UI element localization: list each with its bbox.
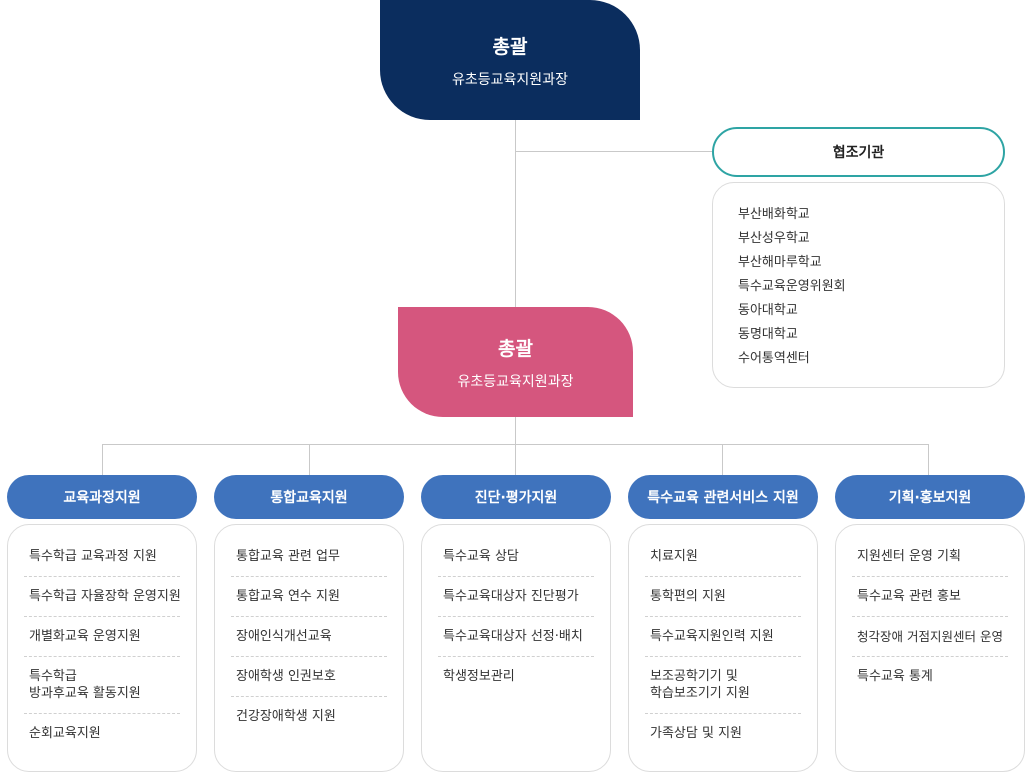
dept-services-header: 특수교육 관련서비스 지원 xyxy=(628,475,818,519)
dept-item: 건강장애학생 지원 xyxy=(236,709,336,724)
dept-item: 특수학급 자율장학 운영지원 xyxy=(24,577,181,617)
dept-item: 지원센터 운영 기획 xyxy=(852,537,1008,577)
dept-item: 치료지원 xyxy=(645,537,801,577)
connector-dept-5 xyxy=(928,444,929,475)
cooperation-list-box: 부산배화학교 부산성우학교 부산해마루학교 특수교육운영위원회 동아대학교 동명… xyxy=(712,182,1005,388)
dept-item: 장애학생 인권보호 xyxy=(231,657,387,697)
cooperation-item: 수어통역센터 xyxy=(738,351,810,366)
middle-node: 총괄 유초등교육지원과장 xyxy=(398,307,633,417)
dept-item: 특수교육대상자 진단평가 xyxy=(438,577,594,617)
dept-item: 보조공학기기 및 학습보조기기 지원 xyxy=(645,657,801,714)
dept-planning-header: 기획·홍보지원 xyxy=(835,475,1025,519)
dept-item: 통합교육 연수 지원 xyxy=(231,577,387,617)
top-node: 총괄 유초등교육지원과장 xyxy=(380,0,640,120)
dept-item: 특수교육 관련 홍보 xyxy=(852,577,1008,617)
dept-item: 통학편의 지원 xyxy=(645,577,801,617)
dept-item: 특수학급 교육과정 지원 xyxy=(24,537,180,577)
connector-top-to-middle xyxy=(515,120,516,307)
dept-item: 장애인식개선교육 xyxy=(231,617,387,657)
dept-item: 통합교육 관련 업무 xyxy=(231,537,387,577)
top-node-subtitle: 유초등교육지원과장 xyxy=(452,71,568,88)
dept-inclusive-box: 통합교육 관련 업무 통합교육 연수 지원 장애인식개선교육 장애학생 인권보호… xyxy=(214,524,404,772)
cooperation-item: 동명대학교 xyxy=(738,327,798,342)
top-node-title: 총괄 xyxy=(492,35,528,58)
dept-item: 특수교육지원인력 지원 xyxy=(645,617,801,657)
dept-services-box: 치료지원 통학편의 지원 특수교육지원인력 지원 보조공학기기 및 학습보조기기… xyxy=(628,524,818,772)
cooperation-list: 부산배화학교 부산성우학교 부산해마루학교 특수교육운영위원회 동아대학교 동명… xyxy=(738,203,1004,371)
connector-middle-down xyxy=(515,417,516,444)
cooperation-item: 동아대학교 xyxy=(738,303,798,318)
dept-item: 청각장애 거점지원센터 운영 xyxy=(852,617,1008,657)
connector-dept-1 xyxy=(102,444,103,475)
connector-to-cooperation xyxy=(515,151,712,152)
connector-dept-3 xyxy=(515,444,516,475)
dept-item: 순회교육지원 xyxy=(29,726,101,741)
dept-item: 가족상담 및 지원 xyxy=(650,726,742,741)
middle-node-subtitle: 유초등교육지원과장 xyxy=(457,373,574,390)
dept-curriculum-header: 교육과정지원 xyxy=(7,475,197,519)
dept-curriculum-box: 특수학급 교육과정 지원 특수학급 자율장학 운영지원 개별화교육 운영지원 특… xyxy=(7,524,197,772)
connector-dept-4 xyxy=(722,444,723,475)
cooperation-item: 부산해마루학교 xyxy=(738,255,822,270)
connector-dept-2 xyxy=(309,444,310,475)
dept-item: 학생정보관리 xyxy=(443,669,515,684)
cooperation-header: 협조기관 xyxy=(712,127,1005,177)
dept-item: 특수학급 방과후교육 활동지원 xyxy=(24,657,180,714)
dept-item: 특수교육대상자 선정·배치 xyxy=(438,617,594,657)
dept-item: 특수교육 상담 xyxy=(438,537,594,577)
dept-planning-box: 지원센터 운영 기획 특수교육 관련 홍보 청각장애 거점지원센터 운영 특수교… xyxy=(835,524,1025,772)
dept-item: 개별화교육 운영지원 xyxy=(24,617,180,657)
middle-node-title: 총괄 xyxy=(498,337,533,360)
dept-diagnosis-box: 특수교육 상담 특수교육대상자 진단평가 특수교육대상자 선정·배치 학생정보관… xyxy=(421,524,611,772)
cooperation-item: 부산성우학교 xyxy=(738,231,810,246)
dept-diagnosis-header: 진단·평가지원 xyxy=(421,475,611,519)
cooperation-item: 부산배화학교 xyxy=(738,207,810,222)
dept-item: 특수교육 통계 xyxy=(857,669,933,684)
cooperation-item: 특수교육운영위원회 xyxy=(738,279,846,294)
dept-inclusive-header: 통합교육지원 xyxy=(214,475,404,519)
